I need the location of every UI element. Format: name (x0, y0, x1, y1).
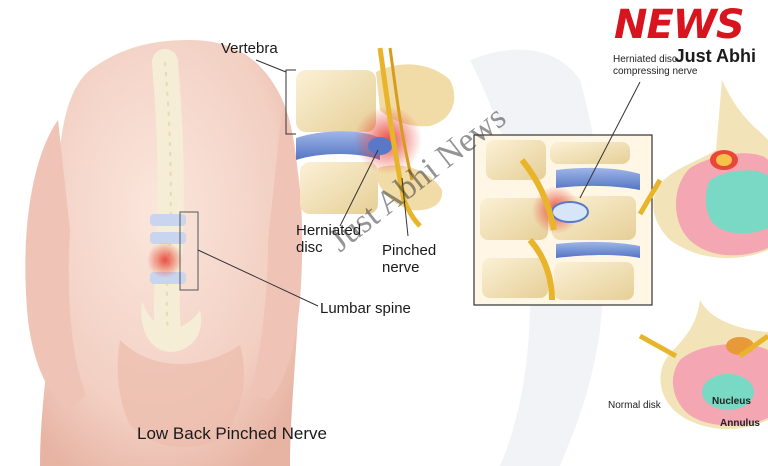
normal-disk-label: Normal disk (608, 400, 661, 411)
herniated-disc-label: Herniated disc (296, 222, 362, 256)
vertebra-leader (255, 59, 287, 73)
lumbar-spine-leader (197, 249, 319, 307)
nucleus-label: Nucleus (712, 396, 751, 407)
figure-caption: Low Back Pinched Nerve (137, 424, 327, 443)
vertebra-label: Vertebra (221, 40, 278, 57)
herniated-compressing-label: Herniated disc compressing nerve (613, 54, 698, 77)
normal-cross-section (638, 300, 768, 430)
compressing-leader (579, 81, 641, 199)
vertebra-closeup (285, 47, 455, 228)
logo-title: NEWS (614, 2, 745, 48)
logo-subtitle: Just Abhi (674, 46, 756, 66)
pinched-nerve-label: Pinched nerve (382, 242, 437, 276)
lumbar-spine-label: Lumbar spine (320, 300, 411, 317)
inset-closeup (473, 134, 653, 306)
spine-column (141, 49, 202, 352)
pinched-nerve-leader (401, 177, 409, 237)
news-logo: NEWS Just Abhi (614, 2, 762, 72)
herniated-disc-leader (339, 149, 379, 227)
annulus-label: Annulus (720, 418, 760, 429)
herniated-cross-section (637, 80, 768, 259)
